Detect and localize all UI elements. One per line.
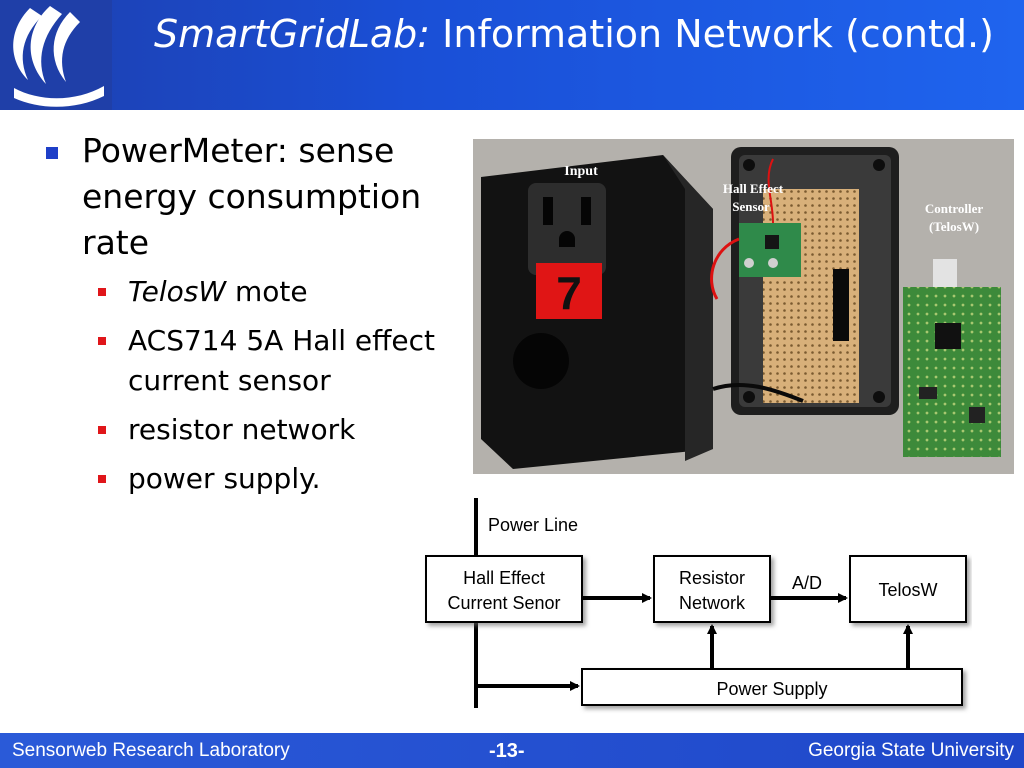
- footer-page-number: -13-: [489, 740, 525, 762]
- footer-lab-name: Sensorweb Research Laboratory: [12, 740, 290, 761]
- powermeter-photo-illustration: 7 Input Hall Effect Sensor Controller (T…: [473, 139, 1014, 474]
- footer-university: Georgia State University: [808, 740, 1014, 761]
- sub-bullet-acs714: ACS714 5A Hall effect current sensor: [40, 321, 470, 401]
- sub-bullet-text: ACS714 5A Hall effect current sensor: [128, 324, 435, 397]
- bullet-text: PowerMeter: sense energy consumption rat…: [82, 131, 422, 262]
- sub-bullet-resistor: resistor network: [40, 410, 470, 450]
- number-label: [536, 263, 602, 319]
- slide-footer: Sensorweb Research Laboratory -13- Georg…: [0, 733, 1024, 768]
- photo-label-input: Input: [564, 164, 598, 179]
- sub-bullet-text: power supply.: [128, 462, 321, 495]
- power-socket: [528, 183, 606, 275]
- sub-bullet-emph: TelosW: [128, 275, 227, 308]
- power-supply-box: [581, 668, 963, 706]
- bullet-list: PowerMeter: sense energy consumption rat…: [40, 128, 470, 508]
- photo-label-controller-2: (TelosW): [929, 219, 979, 234]
- square-bullet-icon: [46, 147, 58, 159]
- resistor-label-2: Network: [679, 593, 746, 613]
- sub-bullet-power-supply: power supply.: [40, 459, 470, 499]
- square-bullet-icon: [98, 475, 106, 483]
- resistor-label-1: Resistor: [679, 568, 745, 588]
- sub-bullet-telosw: TelosW mote: [40, 272, 470, 312]
- hall-effect-box: [425, 555, 583, 623]
- block-diagram: Power Line Hall Effect Current Senor Res…: [416, 492, 972, 714]
- sub-bullet-text: resistor network: [128, 413, 356, 446]
- hall-effect-label-2: Current Senor: [447, 593, 560, 613]
- power-line-label: Power Line: [488, 515, 578, 535]
- hall-effect-label-1: Hall Effect: [463, 568, 545, 588]
- square-bullet-icon: [98, 288, 106, 296]
- header-connector: [833, 269, 849, 341]
- title-brand: SmartGridLab:: [154, 12, 431, 56]
- sub-bullet-text: mote: [226, 275, 308, 308]
- powermeter-photo: 7 Input Hall Effect Sensor Controller (T…: [473, 139, 1014, 474]
- bullet-powermeter: PowerMeter: sense energy consumption rat…: [40, 128, 470, 266]
- box-number: 7: [556, 267, 582, 319]
- title-rest: Information Network (contd.): [430, 12, 994, 56]
- sub-bullet-list: TelosW mote ACS714 5A Hall effect curren…: [40, 272, 470, 499]
- slide-header: SmartGridLab: Information Network (contd…: [0, 0, 1024, 110]
- power-supply-label: Power Supply: [716, 679, 827, 699]
- square-bullet-icon: [98, 337, 106, 345]
- photo-label-hall-1: Hall Effect: [723, 181, 784, 196]
- telosw-box: [849, 555, 967, 623]
- cable-hole: [513, 333, 569, 389]
- telosw-pcb: [903, 287, 1001, 457]
- square-bullet-icon: [98, 426, 106, 434]
- resistor-network-box: [653, 555, 771, 623]
- photo-label-hall-2: Sensor: [732, 199, 770, 214]
- telosw-label: TelosW: [878, 580, 937, 600]
- photo-label-controller-1: Controller: [925, 201, 983, 216]
- hall-sensor-board: [739, 223, 801, 277]
- gsu-flame-logo: [0, 0, 112, 110]
- ad-label: A/D: [792, 573, 822, 593]
- slide-title: SmartGridLab: Information Network (contd…: [154, 10, 994, 58]
